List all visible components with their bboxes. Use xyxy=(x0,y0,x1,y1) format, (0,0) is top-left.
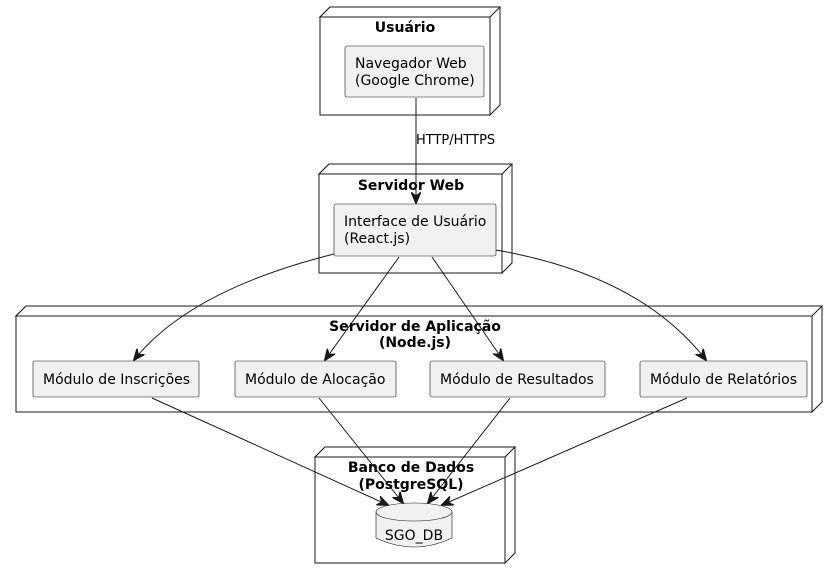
node-usuario-title: Usuário xyxy=(375,20,436,36)
component-relatorios-label: Módulo de Relatórios xyxy=(650,372,797,388)
database-cylinder-top xyxy=(375,502,453,522)
component-inscricoes-box xyxy=(32,360,200,398)
node-servidor-aplicacao-title-line1: Servidor de Aplicação xyxy=(329,319,501,335)
node-servidor-aplicacao-title-line2: (Node.js) xyxy=(379,335,451,351)
edge-alocacao-db xyxy=(318,397,403,503)
edge-interface-resultados xyxy=(431,256,503,360)
edge-interface-alocacao xyxy=(325,256,400,360)
component-alocacao: Módulo de Alocação xyxy=(234,360,397,398)
edge-resultados-db xyxy=(428,397,511,503)
component-relatorios: Módulo de Relatórios xyxy=(639,360,808,398)
edge-http-label: HTTP/HTTPS xyxy=(416,133,495,148)
component-relatorios-box xyxy=(639,360,808,398)
edge-interface-relatorios xyxy=(495,249,706,360)
component-resultados: Módulo de Resultados xyxy=(429,360,606,398)
component-interface-line2: (React.js) xyxy=(344,231,410,247)
component-navegador-box xyxy=(344,45,485,98)
component-alocacao-label: Módulo de Alocação xyxy=(245,372,385,388)
edge-relatorios-db xyxy=(442,397,688,505)
node-banco-title-line1: Banco de Dados xyxy=(348,460,474,476)
node-banco-title-line2: (PostgreSQL) xyxy=(358,477,463,493)
database-cylinder-body xyxy=(375,512,453,548)
component-navegador-line1: Navegador Web xyxy=(355,56,467,72)
component-interface: Interface de Usuário (React.js) xyxy=(333,203,497,257)
edges: HTTP/HTTPS xyxy=(134,98,706,505)
component-navegador-line2: (Google Chrome) xyxy=(355,73,475,89)
component-inscricoes: Módulo de Inscrições xyxy=(32,360,200,398)
component-interface-line1: Interface de Usuário xyxy=(344,214,486,230)
node-usuario-top xyxy=(318,6,502,18)
node-banco-top xyxy=(313,446,517,458)
node-servidor-web-title: Servidor Web xyxy=(358,178,464,194)
component-interface-box xyxy=(333,203,497,257)
edge-interface-inscricoes xyxy=(134,253,335,360)
database-label: SGO_DB xyxy=(385,528,443,544)
database-sgo-db: SGO_DB xyxy=(375,502,453,548)
edge-inscricoes-db xyxy=(151,397,388,505)
component-resultados-label: Módulo de Resultados xyxy=(440,372,594,388)
component-alocacao-box xyxy=(234,360,397,398)
node-servidor-aplicacao-top xyxy=(14,305,824,317)
component-navegador: Navegador Web (Google Chrome) xyxy=(344,45,485,98)
component-inscricoes-label: Módulo de Inscrições xyxy=(43,372,190,388)
component-resultados-box xyxy=(429,360,606,398)
